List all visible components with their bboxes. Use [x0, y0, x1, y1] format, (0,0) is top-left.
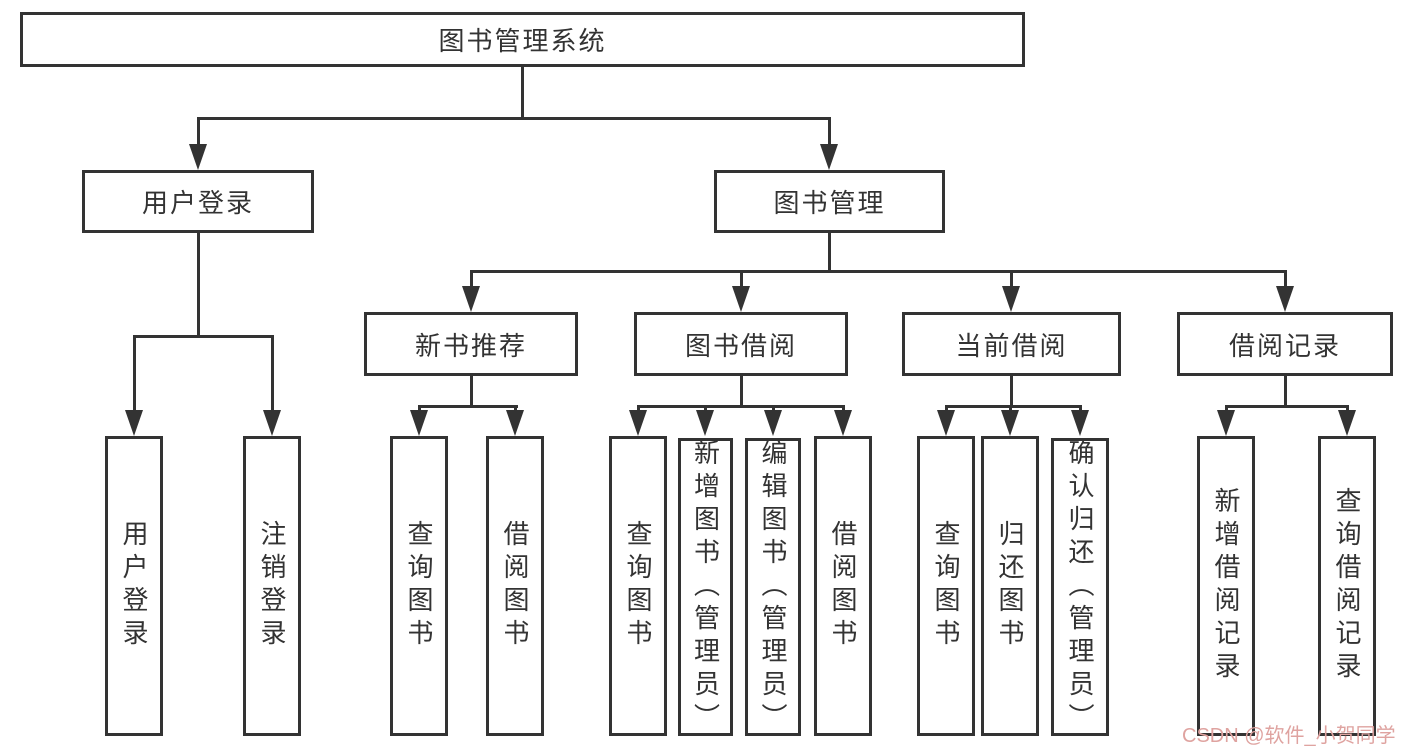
- leaf-user-login-label: 用户登录: [119, 520, 149, 652]
- connector-root-stem: [521, 66, 524, 120]
- connector-drop: [1079, 405, 1082, 413]
- arrow-down-icon: [189, 144, 207, 170]
- connector-drop-new-book: [470, 270, 473, 288]
- connector-bookmgmt-branch: [470, 270, 1287, 273]
- leaf-newbook-query-label: 查询图书: [404, 520, 434, 652]
- connector-root-branch: [197, 117, 831, 120]
- leaf-newbook-borrow-label: 借阅图书: [500, 520, 530, 652]
- leaf-current-confirm-label: 确认归还（管理员）: [1065, 438, 1095, 736]
- node-current-borrow-box: 当前借阅: [902, 312, 1121, 376]
- connector-drop-leaf-user-login: [133, 335, 136, 413]
- leaf-current-return-label: 归还图书: [995, 520, 1025, 652]
- arrow-down-icon: [1217, 410, 1235, 436]
- arrow-down-icon: [263, 410, 281, 436]
- leaf-borrow-query-box: 查询图书: [609, 436, 667, 736]
- leaf-borrow-borrow-label: 借阅图书: [828, 520, 858, 652]
- leaf-borrow-borrow-box: 借阅图书: [814, 436, 872, 736]
- connector-drop: [418, 405, 421, 413]
- arrow-down-icon: [1071, 410, 1089, 436]
- connector-bookborrow-stem: [740, 376, 743, 408]
- leaf-borrow-query-label: 查询图书: [623, 520, 653, 652]
- connector-newbook-stem: [470, 376, 473, 408]
- leaf-logout-label: 注销登录: [257, 520, 287, 652]
- arrow-down-icon: [410, 410, 428, 436]
- arrow-down-icon: [1001, 410, 1019, 436]
- connector-currentborrow-branch: [945, 405, 1082, 408]
- leaf-borrow-add-label: 新增图书（管理员）: [690, 438, 721, 736]
- connector-drop-user-login: [197, 117, 200, 147]
- connector-drop: [945, 405, 948, 413]
- node-new-book-box: 新书推荐: [364, 312, 578, 376]
- connector-bookborrow-branch: [637, 405, 845, 408]
- arrow-down-icon: [696, 410, 714, 436]
- leaf-record-add-label: 新增借阅记录: [1211, 487, 1241, 685]
- node-book-borrow-box: 图书借阅: [634, 312, 848, 376]
- node-borrow-record-box: 借阅记录: [1177, 312, 1393, 376]
- connector-drop-current-borrow: [1010, 270, 1013, 288]
- connector-currentborrow-stem: [1010, 376, 1013, 408]
- arrow-down-icon: [1276, 286, 1294, 312]
- connector-drop: [842, 405, 845, 413]
- arrow-down-icon: [820, 144, 838, 170]
- arrow-down-icon: [629, 410, 647, 436]
- arrow-down-icon: [506, 410, 524, 436]
- leaf-newbook-borrow-box: 借阅图书: [486, 436, 544, 736]
- leaf-logout-box: 注销登录: [243, 436, 301, 736]
- leaf-current-confirm-box: 确认归还（管理员）: [1051, 438, 1109, 736]
- node-new-book-label: 新书推荐: [414, 330, 527, 361]
- node-root-box: 图书管理系统: [20, 12, 1025, 67]
- connector-borrowrecord-stem: [1284, 376, 1287, 408]
- arrow-down-icon: [834, 410, 852, 436]
- node-book-borrow-label: 图书借阅: [684, 330, 797, 361]
- arrow-down-icon: [462, 286, 480, 312]
- connector-drop-borrow-record: [1284, 270, 1287, 288]
- leaf-borrow-add-box: 新增图书（管理员）: [678, 438, 733, 736]
- connector-drop: [772, 405, 775, 413]
- connector-drop-book-borrow: [740, 270, 743, 288]
- connector-drop: [1225, 405, 1228, 413]
- connector-drop: [1346, 405, 1349, 413]
- arrow-down-icon: [125, 410, 143, 436]
- node-root-label: 图书管理系统: [438, 26, 607, 56]
- arrow-down-icon: [1002, 286, 1020, 312]
- connector-drop: [637, 405, 640, 413]
- leaf-borrow-edit-label: 编辑图书（管理员）: [758, 438, 788, 736]
- leaf-record-add-box: 新增借阅记录: [1197, 436, 1255, 736]
- connector-bookmgmt-stem: [828, 233, 831, 273]
- node-borrow-record-label: 借阅记录: [1228, 330, 1341, 361]
- connector-borrowrecord-branch: [1225, 405, 1349, 408]
- arrow-down-icon: [937, 410, 955, 436]
- connector-newbook-branch: [418, 405, 518, 408]
- connector-drop: [514, 405, 517, 413]
- leaf-record-query-label: 查询借阅记录: [1332, 487, 1362, 685]
- leaf-current-query-label: 查询图书: [931, 520, 961, 652]
- watermark-text: CSDN @软件_小贺同学: [1182, 725, 1396, 747]
- node-current-borrow-label: 当前借阅: [955, 330, 1068, 361]
- node-book-mgmt-label: 图书管理: [773, 188, 886, 218]
- leaf-current-return-box: 归还图书: [981, 436, 1039, 736]
- connector-userlogin-stem: [197, 233, 200, 337]
- connector-userlogin-branch: [133, 335, 274, 338]
- node-book-mgmt-box: 图书管理: [714, 170, 945, 233]
- leaf-newbook-query-box: 查询图书: [390, 436, 448, 736]
- node-user-login-box: 用户登录: [82, 170, 314, 233]
- arrow-down-icon: [1338, 410, 1356, 436]
- leaf-user-login-box: 用户登录: [105, 436, 163, 736]
- connector-drop: [1009, 405, 1012, 413]
- node-user-login-label: 用户登录: [141, 188, 254, 218]
- leaf-borrow-edit-box: 编辑图书（管理员）: [745, 438, 801, 736]
- leaf-record-query-box: 查询借阅记录: [1318, 436, 1376, 736]
- connector-drop-book-mgmt: [828, 117, 831, 147]
- connector-drop-leaf-logout: [271, 335, 274, 413]
- arrow-down-icon: [764, 410, 782, 436]
- connector-drop: [704, 405, 707, 413]
- arrow-down-icon: [732, 286, 750, 312]
- leaf-current-query-box: 查询图书: [917, 436, 975, 736]
